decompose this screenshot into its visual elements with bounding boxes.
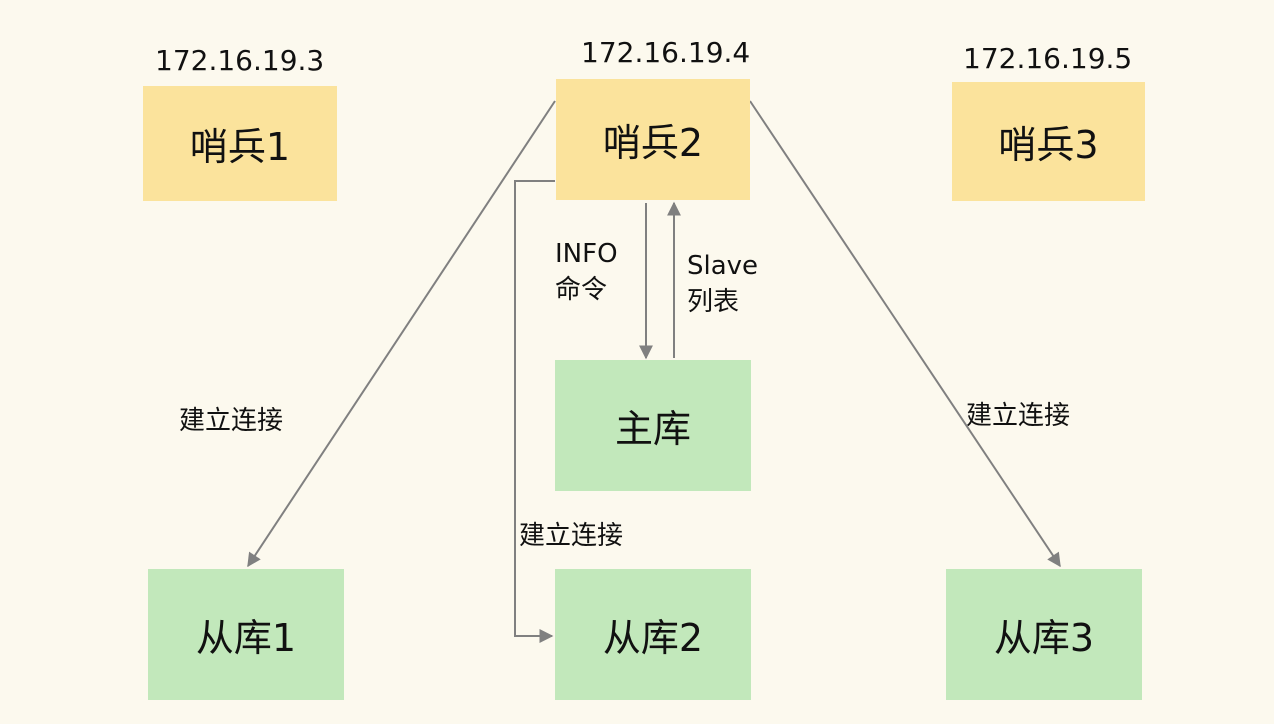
connect-label-right: 建立连接 bbox=[966, 401, 1071, 431]
edge-sentinel2-to-slave3 bbox=[749, 100, 1061, 568]
slave1-label: 从库1 bbox=[195, 616, 297, 660]
info-command-line2: 命令 bbox=[555, 275, 608, 305]
slave3-node: 从库3 bbox=[946, 569, 1142, 700]
connect-label-left: 建立连接 bbox=[179, 406, 284, 436]
sentinel1-ip: 172.16.19.3 bbox=[155, 44, 325, 77]
sentinel3-ip: 172.16.19.5 bbox=[963, 42, 1133, 75]
sentinel1-node: 哨兵1 bbox=[143, 86, 337, 201]
sentinel3-label: 哨兵3 bbox=[998, 123, 1099, 167]
slave-list-label: Slave 列表 bbox=[687, 248, 758, 320]
slave-list-line2: 列表 bbox=[687, 287, 740, 317]
master-label: 主库 bbox=[614, 407, 691, 451]
sentinel3-node: 哨兵3 bbox=[952, 82, 1145, 201]
sentinel2-label: 哨兵2 bbox=[602, 121, 704, 165]
sentinel1-label: 哨兵1 bbox=[189, 125, 291, 169]
info-command-label: INFO 命令 bbox=[555, 236, 618, 308]
sentinel2-node: 哨兵2 bbox=[556, 79, 750, 200]
edge-sentinel2-to-slave2 bbox=[514, 180, 555, 643]
sentinel2-ip: 172.16.19.4 bbox=[581, 36, 751, 69]
slave2-label: 从库2 bbox=[602, 616, 704, 660]
slave2-node: 从库2 bbox=[555, 569, 751, 700]
edge-sentinel2-to-slave1 bbox=[247, 100, 556, 568]
connect-label-middle: 建立连接 bbox=[519, 521, 624, 551]
info-command-line1: INFO bbox=[555, 239, 618, 269]
slave-list-line1: Slave bbox=[687, 251, 759, 281]
slave1-node: 从库1 bbox=[148, 569, 344, 700]
master-node: 主库 bbox=[555, 360, 751, 491]
slave3-label: 从库3 bbox=[993, 616, 1095, 660]
